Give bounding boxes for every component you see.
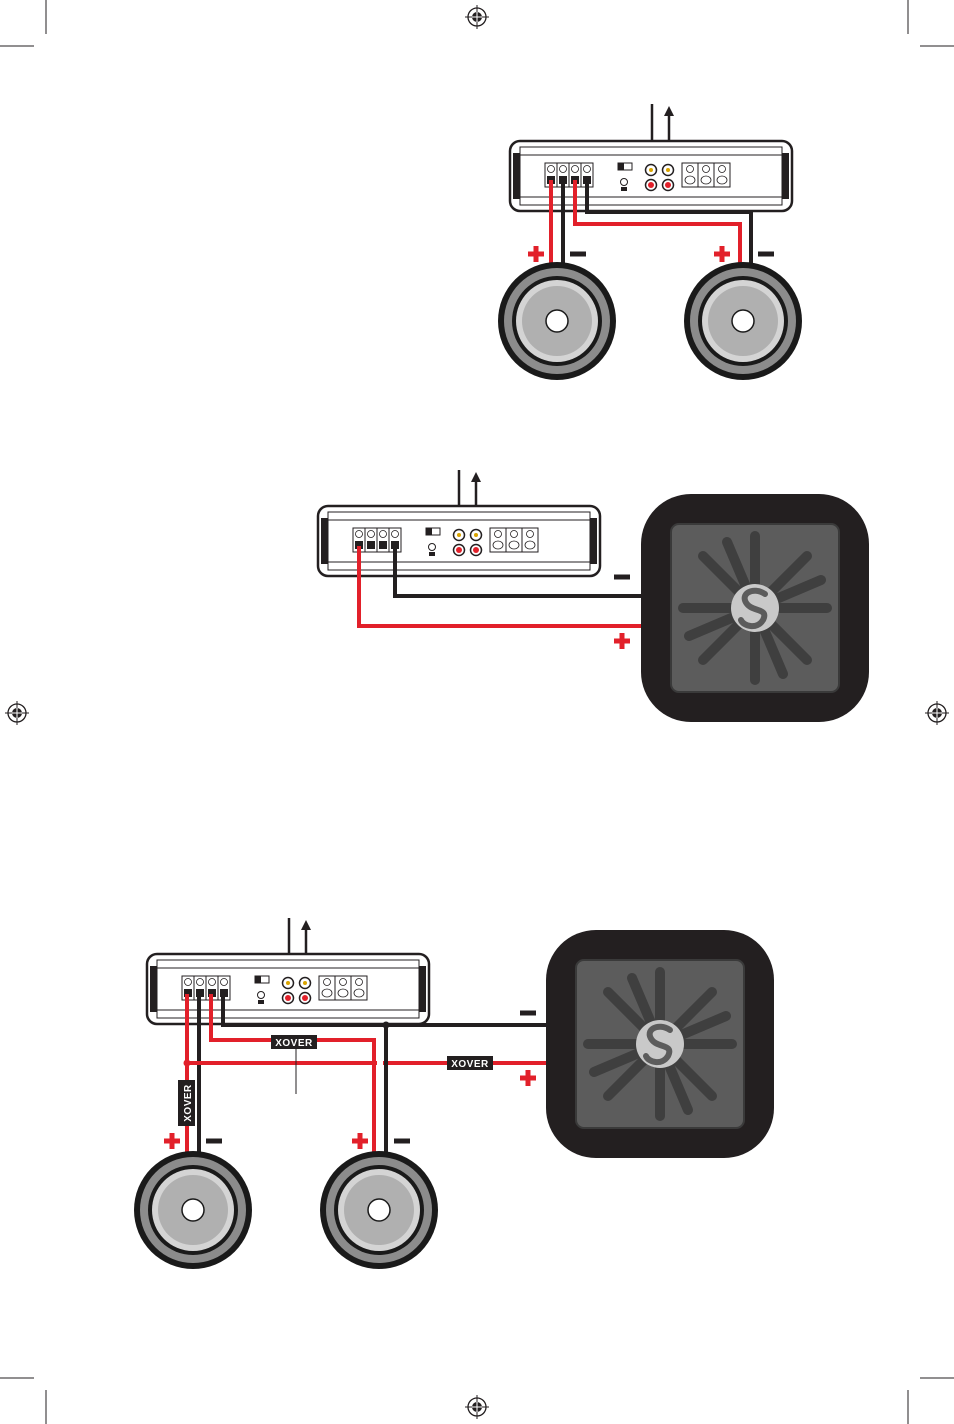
- xover-label-sub: XOVER: [447, 1056, 493, 1070]
- plus-icon: [520, 1070, 536, 1086]
- diagram-bridged-subwoofer: [318, 470, 869, 722]
- registration-mark-icon: [5, 701, 29, 725]
- xover-label-vertical: XOVER: [178, 1080, 195, 1126]
- minus-icon: [758, 252, 774, 257]
- plus-icon: [614, 633, 630, 649]
- minus-icon: [394, 1139, 410, 1144]
- speaker-left: [498, 262, 616, 380]
- minus-icon: [520, 1011, 536, 1016]
- plus-icon: [352, 1133, 368, 1149]
- speaker-right: [320, 1151, 438, 1269]
- registration-mark-icon: [925, 701, 949, 725]
- svg-text:XOVER: XOVER: [275, 1038, 313, 1049]
- speaker-right: [684, 262, 802, 380]
- minus-icon: [614, 575, 630, 580]
- subwoofer: [546, 930, 774, 1158]
- xover-label-mid: XOVER: [271, 1035, 317, 1049]
- registration-mark-icon: [465, 1395, 489, 1419]
- speaker-left: [134, 1151, 252, 1269]
- minus-icon: [570, 252, 586, 257]
- diagram-trimode-speakers-subwoofer: XOVER XOVER XOVER: [134, 918, 774, 1269]
- registration-mark-icon: [465, 5, 489, 29]
- plus-icon: [714, 246, 730, 262]
- svg-text:XOVER: XOVER: [183, 1084, 194, 1122]
- amplifier: [147, 954, 429, 1024]
- diagram-two-speakers: [498, 104, 802, 380]
- minus-icon: [206, 1139, 222, 1144]
- plus-icon: [164, 1133, 180, 1149]
- plus-icon: [528, 246, 544, 262]
- svg-text:XOVER: XOVER: [451, 1059, 489, 1070]
